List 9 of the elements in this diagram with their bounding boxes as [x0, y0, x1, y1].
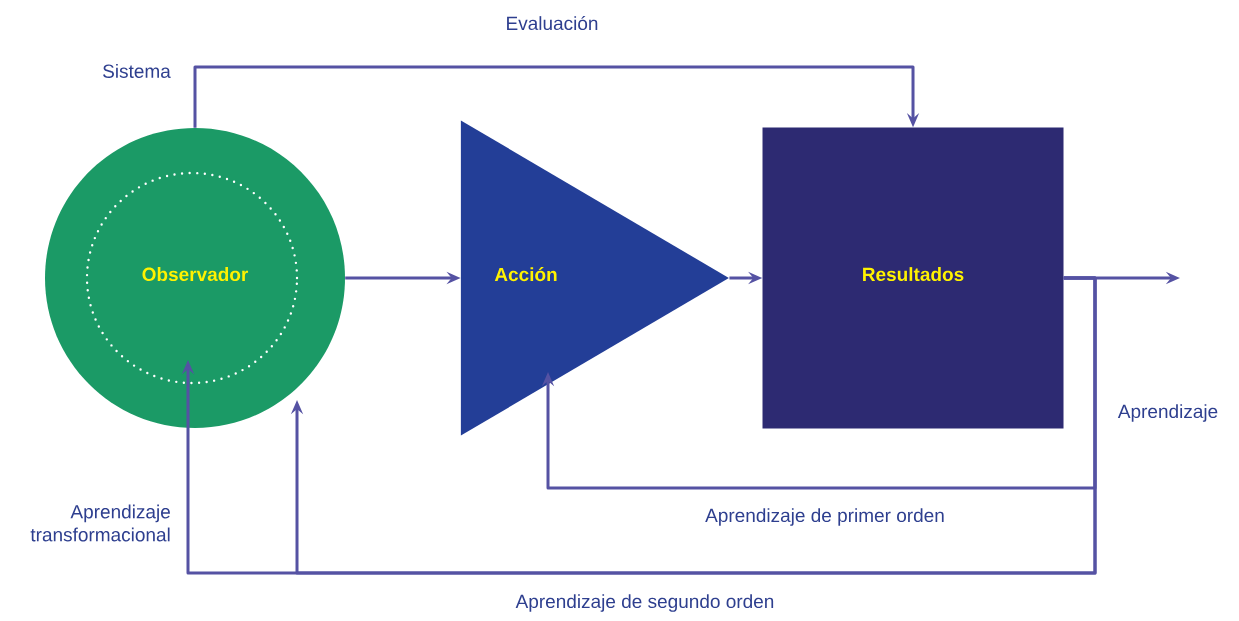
action-triangle: Acción	[460, 120, 729, 436]
arrow	[193, 65, 920, 128]
edge-label: Aprendizaje transformacional	[30, 504, 170, 542]
results-box: Resultados	[762, 127, 1064, 429]
text-label: Aprendizaje	[1117, 404, 1218, 422]
text-label: Sistema	[103, 64, 171, 78]
edge-label: Aprendizaje de segundo orden	[515, 594, 774, 612]
edge-label: Aprendizaje de primer orden	[705, 508, 944, 526]
edge-label: Evaluación	[507, 15, 598, 31]
